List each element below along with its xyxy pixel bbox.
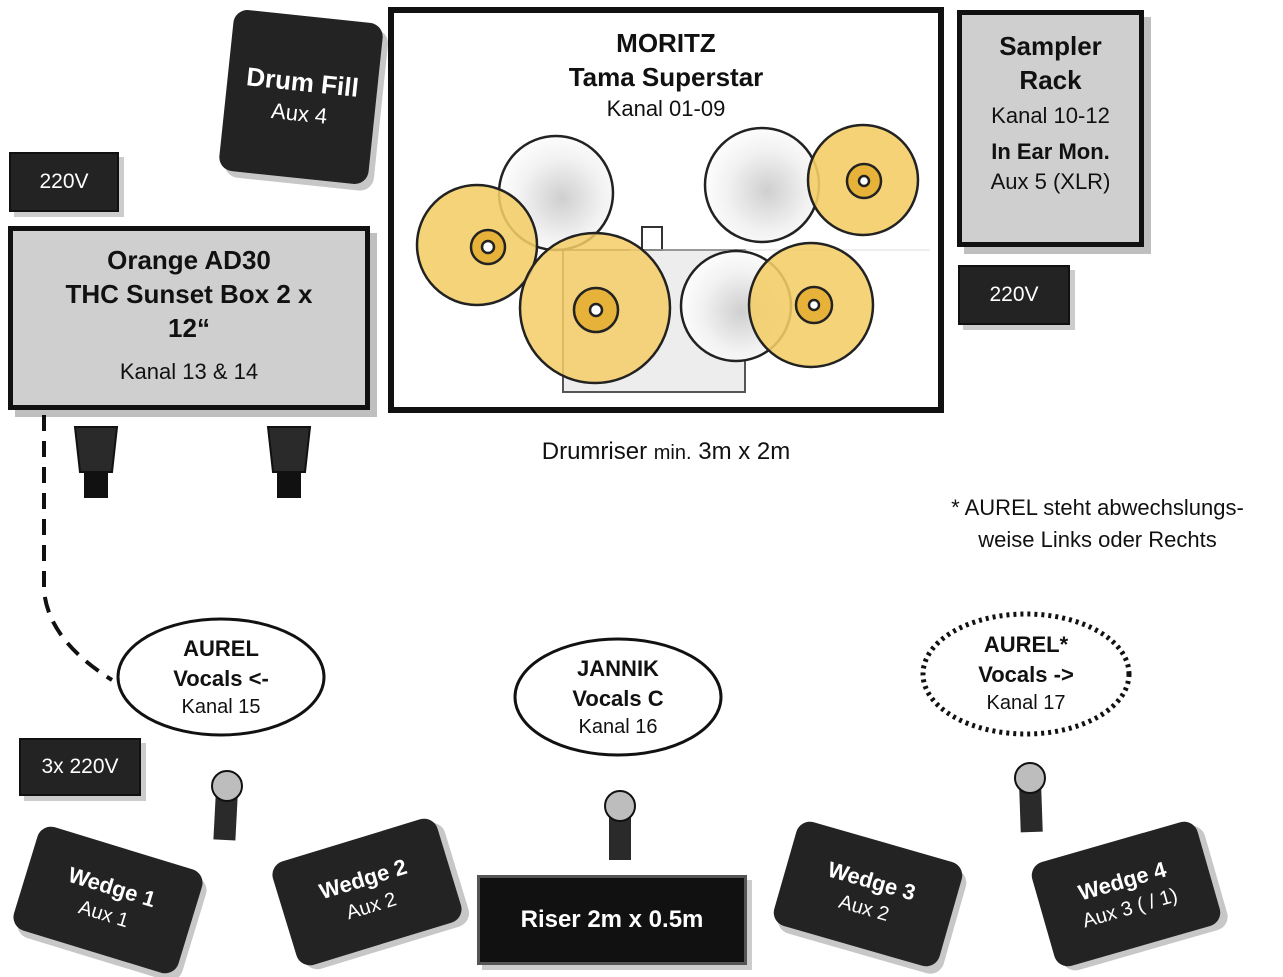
vocal-center-name: JANNIK [577, 656, 659, 681]
vocal-left-name: AUREL [183, 636, 259, 661]
drum-fill-monitor: Drum Fill Aux 4 [217, 8, 385, 186]
drummer-name: MORITZ [616, 28, 716, 58]
vocal-left: AUREL Vocals <- Kanal 15 [118, 630, 324, 724]
amp-connector-right [266, 426, 312, 498]
power-bottom-left: 3x 220V [19, 738, 141, 796]
drum-fill-aux: Aux 4 [269, 98, 329, 129]
vocal-center: JANNIK Vocals C Kanal 16 [515, 650, 721, 744]
vocal-center-channel: Kanal 16 [578, 716, 658, 738]
note-line-1: * AUREL steht abwechslungs- [951, 495, 1244, 520]
guitar-amp: Orange AD30 THC Sunset Box 2 x 12“ Kanal… [8, 226, 370, 410]
amp-channels: Kanal 13 & 14 [119, 359, 259, 384]
mic-icon-center [604, 790, 636, 860]
in-ear-aux: Aux 5 (XLR) [990, 169, 1111, 194]
amp-line-1: Orange AD30 [107, 245, 271, 275]
power-right-label: 220V [989, 283, 1039, 306]
power-right: 220V [958, 265, 1070, 325]
drum-kit-name: Tama Superstar [568, 62, 764, 92]
vocal-right-role: Vocals -> [978, 662, 1074, 687]
drumriser-label: Drumriser [541, 438, 648, 465]
vocal-center-ellipse [513, 637, 723, 757]
mic-icon-left [211, 770, 243, 841]
amp-line-3: 12“ [168, 313, 210, 343]
vocal-right-channel: Kanal 17 [986, 692, 1066, 714]
aurel-note: * AUREL steht abwechslungs- weise Links … [920, 492, 1275, 556]
vocal-center-role: Vocals C [572, 686, 664, 711]
power-left-top: 220V [9, 152, 119, 212]
sampler-title-2: Rack [1019, 65, 1082, 95]
power-bottom-left-label: 3x 220V [41, 755, 119, 778]
vocal-left-role: Vocals <- [173, 666, 269, 691]
amp-connector-left [73, 426, 119, 498]
front-riser: Riser 2m x 0.5m [477, 875, 747, 965]
sampler-rack: Sampler Rack Kanal 10-12 In Ear Mon. Aux… [957, 10, 1144, 247]
drumriser-min: min. [653, 442, 692, 464]
mic-icon-right [1014, 762, 1046, 833]
amp-line-2: THC Sunset Box 2 x [65, 279, 313, 309]
cable-dashed [42, 415, 114, 682]
vocal-left-ellipse [116, 617, 326, 737]
drumriser-caption: Drumriser min. 3m x 2m [391, 438, 941, 466]
vocal-right-ellipse [920, 611, 1132, 737]
tom-right [703, 126, 821, 244]
vocal-left-channel: Kanal 15 [181, 696, 261, 718]
sampler-title-1: Sampler [999, 31, 1102, 61]
drum-kit [415, 123, 930, 393]
note-line-2: weise Links oder Rechts [978, 527, 1217, 552]
drumriser-size: 3m x 2m [698, 438, 791, 465]
drummer-label: MORITZ Tama Superstar Kanal 01-09 [391, 26, 941, 124]
sampler-channels: Kanal 10-12 [991, 103, 1110, 128]
vocal-right-name: AUREL* [983, 632, 1069, 657]
in-ear-label: In Ear Mon. [991, 139, 1110, 164]
throne-icon [641, 226, 663, 251]
front-riser-label: Riser 2m x 0.5m [520, 906, 704, 933]
drum-fill-title: Drum Fill [244, 61, 361, 103]
drum-channels: Kanal 01-09 [606, 96, 726, 121]
power-left-top-label: 220V [39, 170, 89, 193]
vocal-right: AUREL* Vocals -> Kanal 17 [923, 626, 1129, 720]
